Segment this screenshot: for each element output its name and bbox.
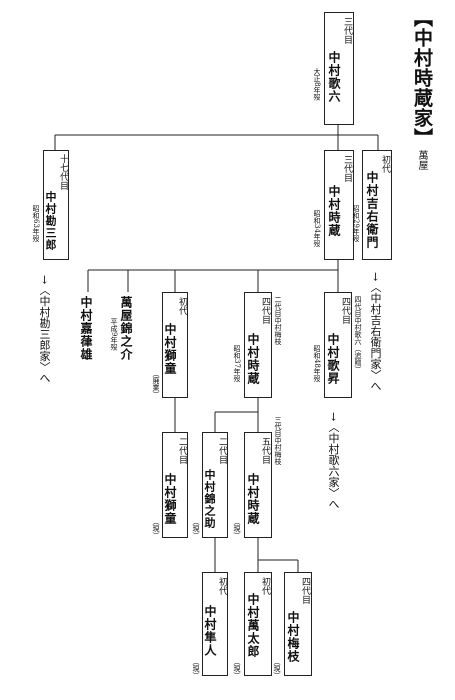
person-name: 中村歌六: [327, 51, 341, 103]
death-note: 昭和63年歿: [32, 205, 40, 242]
death-note: 平成9年歿: [110, 318, 118, 351]
node-mantaro-1: 初代 中村萬太郎: [244, 572, 272, 676]
former-name: 四代目中村歌六（追贈）: [354, 296, 362, 373]
node-baishi-4: 四代目 中村梅枝: [284, 572, 312, 676]
generation-label: 三代目: [342, 155, 352, 182]
former-name: 二代目中村梅枝: [274, 296, 282, 345]
person-name: 中村獅童: [163, 473, 177, 525]
person-kinnosuke: 萬屋錦之介: [119, 296, 133, 361]
person-name: 中村時蔵: [246, 333, 260, 385]
yago-label: 萬屋: [416, 150, 427, 170]
death-note: 昭和48年歿: [313, 345, 321, 382]
ref-kichiemon-house: →〈中村吉右衛門家〉へ: [369, 272, 382, 392]
status-note: （現）: [152, 518, 160, 539]
generation-label: 二代目: [217, 437, 227, 464]
status-note: （現）: [192, 518, 200, 539]
person-name: 中村時蔵: [327, 185, 341, 237]
node-shido-1: 初代 中村獅童: [162, 292, 188, 398]
node-tokizo-5: 五代目 中村時蔵: [244, 432, 272, 538]
generation-label: 二代目: [177, 437, 187, 464]
node-kanzaburo-17: 十七代目 中村勘三郎: [43, 150, 69, 260]
node-tokizo-4: 四代目 中村時蔵: [244, 292, 272, 398]
node-kinnosuke-2: 二代目 中村錦之助: [202, 432, 228, 538]
node-tokizo-3: 三代目 中村時蔵: [324, 150, 354, 260]
node-kichiemon-1: 初代 中村吉右衛門: [362, 150, 392, 260]
person-kahou: 中村嘉葎雄: [79, 296, 93, 361]
node-shido-2: 二代目 中村獅童: [162, 432, 188, 538]
former-name: 三代目中村梅枝: [274, 416, 282, 465]
person-name: 中村隼人: [203, 605, 217, 657]
death-note: 昭和29年歿: [352, 205, 360, 242]
generation-label: 十七代目: [58, 154, 68, 190]
node-hayato-1: 初代 中村隼人: [202, 572, 228, 676]
status-note: （現）: [192, 658, 200, 679]
page-title: 【中村時蔵家】: [411, 8, 433, 148]
death-note: 大正8年歿: [313, 68, 321, 101]
generation-label: 五代目: [260, 437, 270, 464]
generation-label: 初代: [177, 297, 187, 315]
node-karoku-3: 三代目 中村歌六: [324, 12, 354, 125]
generation-label: 四代目: [340, 297, 350, 324]
death-note: 昭和37年歿: [233, 345, 241, 382]
ref-kanzaburo-house: →〈中村勘三郎家〉へ: [38, 275, 51, 384]
status-note: （廃業）: [152, 370, 160, 398]
person-name: 中村萬太郎: [246, 593, 260, 658]
person-name: 中村梅枝: [286, 611, 300, 663]
generation-label: 三代目: [342, 17, 352, 44]
status-note: （現）: [233, 518, 241, 539]
person-name: 中村歌昇: [326, 333, 340, 385]
person-name: 中村錦之助: [203, 469, 216, 529]
generation-label: 初代: [260, 577, 270, 595]
person-name: 中村勘三郎: [44, 191, 57, 251]
generation-label: 初代: [217, 577, 227, 595]
generation-label: 初代: [380, 155, 390, 173]
generation-label: 四代目: [300, 577, 310, 604]
node-kasho-4: 四代目 中村歌昇: [324, 292, 352, 398]
status-note: （現）: [233, 658, 241, 679]
person-name: 中村時蔵: [246, 473, 260, 525]
person-name: 中村吉右衛門: [365, 171, 379, 249]
status-note: （現）: [273, 658, 281, 679]
death-note: 昭和34年歿: [313, 210, 321, 247]
ref-karoku-house: →〈中村歌六家〉へ: [327, 412, 340, 510]
person-name: 中村獅童: [163, 323, 177, 375]
generation-label: 四代目: [260, 297, 270, 324]
